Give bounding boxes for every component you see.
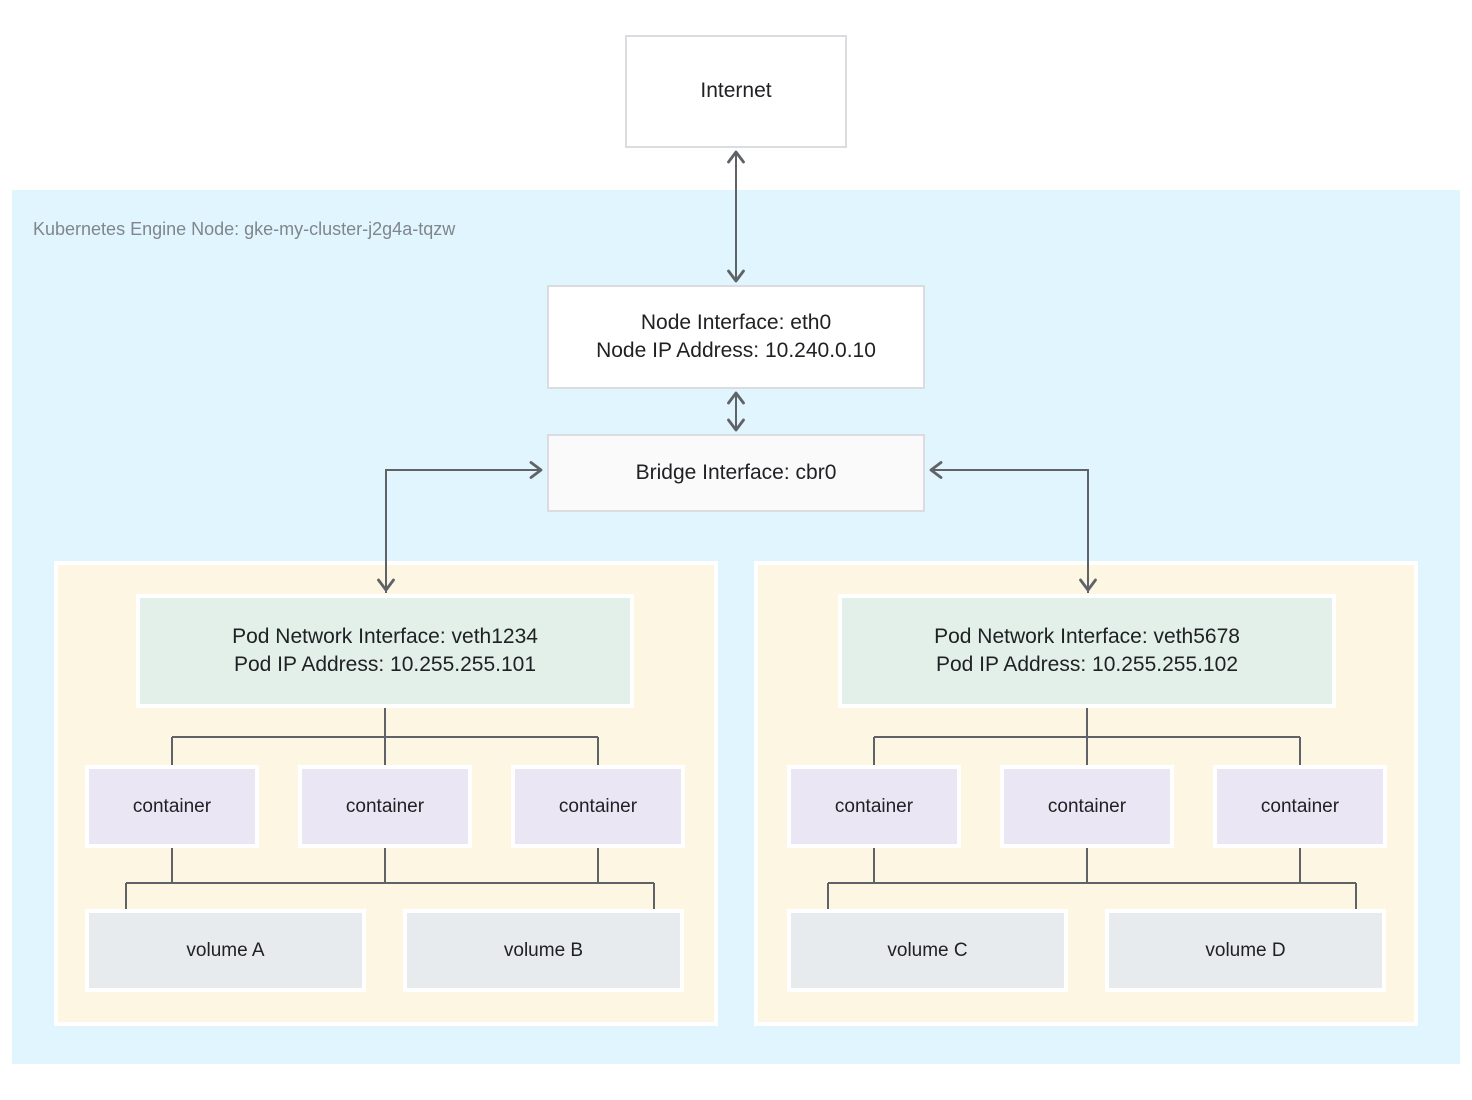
container-label: container [1260,795,1340,817]
pod-2-iface-line1: Pod Network Interface: veth5678 [934,624,1240,648]
pod-2-volume-c: volume C [787,909,1068,992]
pod-1-container-1: container [85,765,259,848]
container-label: container [1047,795,1127,817]
internet-label: Internet [700,79,772,103]
node-interface-node: Node Interface: eth0 Node IP Address: 10… [547,285,925,389]
volume-label: volume A [186,939,265,961]
container-label: container [132,795,212,817]
node-region-label: Kubernetes Engine Node: gke-my-cluster-j… [33,219,456,239]
volume-label: volume C [887,939,968,961]
container-label: container [558,795,638,817]
node-interface-line1: Node Interface: eth0 [640,310,832,334]
bridge-interface-label: Bridge Interface: cbr0 [635,460,837,484]
pod-1-ip-address-line: Pod IP Address: 10.255.255.101 [233,653,537,676]
bridge-interface-node: Bridge Interface: cbr0 [547,434,925,512]
pod-network-interface-1: Pod Network Interface: veth1234 Pod IP A… [136,594,634,708]
pod-1-container-3: container [511,765,685,848]
pod-1-iface-line1: Pod Network Interface: veth1234 [232,624,538,648]
pod-network-interface-2: Pod Network Interface: veth5678 Pod IP A… [838,594,1336,708]
pod-2-container-1: container [787,765,961,848]
container-label: container [834,795,914,817]
pod-2-container-2: container [1000,765,1174,848]
volume-label: volume D [1205,939,1286,961]
pod-2-volume-d: volume D [1105,909,1386,992]
container-label: container [345,795,425,817]
pod-2-container-3: container [1213,765,1387,848]
node-ip-address-line: Node IP Address: 10.240.0.10 [596,339,876,362]
internet-node: Internet [625,35,847,148]
volume-label: volume B [503,939,584,961]
pod-1-volume-a: volume A [85,909,366,992]
pod-1-container-2: container [298,765,472,848]
pod-2-ip-address-line: Pod IP Address: 10.255.255.102 [935,653,1239,676]
pod-1-volume-b: volume B [403,909,684,992]
